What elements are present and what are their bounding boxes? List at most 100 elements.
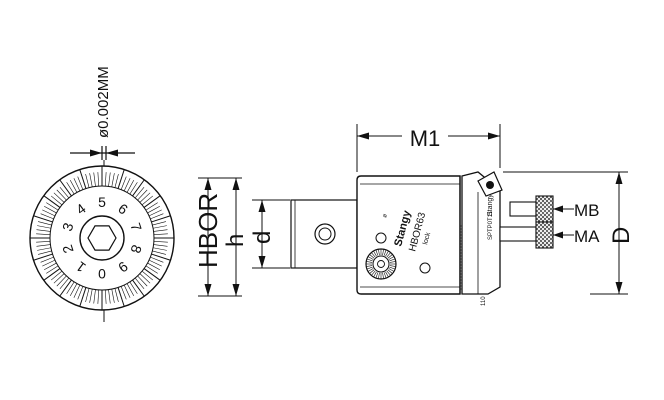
dial-tick bbox=[153, 233, 168, 236]
D-arrow-bottom bbox=[615, 282, 623, 294]
knurl-line bbox=[389, 266, 396, 270]
knurl-line bbox=[366, 261, 373, 263]
dial-tick bbox=[46, 265, 59, 274]
dial-tick bbox=[123, 178, 131, 192]
d-label: d bbox=[249, 231, 276, 244]
hatch-line bbox=[536, 222, 545, 231]
dial-tick bbox=[66, 281, 75, 294]
dial-tick bbox=[97, 289, 100, 304]
dial-tick bbox=[150, 256, 164, 263]
insert-code: SPTP0T11 bbox=[488, 210, 494, 240]
dial-tick bbox=[145, 202, 158, 211]
knurl-line bbox=[371, 270, 376, 276]
adjust-dial-hub bbox=[377, 260, 385, 268]
dial-tick bbox=[69, 283, 78, 296]
D-arrow-top bbox=[615, 172, 623, 184]
dial-tick bbox=[148, 209, 162, 217]
h-arrow-top bbox=[232, 178, 240, 190]
dial-tick bbox=[36, 240, 51, 243]
hatch-line bbox=[536, 228, 553, 247]
knurl-line bbox=[366, 266, 373, 270]
dial-tick bbox=[123, 284, 131, 298]
dial-tick bbox=[104, 289, 107, 304]
dial-tick bbox=[66, 182, 75, 195]
dial-tick bbox=[36, 233, 51, 236]
hatch-line bbox=[536, 209, 549, 222]
dial-tick bbox=[44, 262, 57, 271]
dial-tick bbox=[111, 173, 115, 187]
dial-tick bbox=[148, 259, 162, 267]
lock-screw-icon bbox=[419, 262, 431, 274]
hatch-line bbox=[545, 214, 553, 222]
dial-tick bbox=[50, 270, 63, 281]
hatch-line bbox=[545, 222, 553, 230]
dial-tick bbox=[85, 173, 90, 188]
dial-tick bbox=[153, 240, 168, 243]
hatch-line bbox=[536, 235, 549, 248]
dial-tick bbox=[56, 275, 67, 287]
dial-tick bbox=[117, 169, 125, 189]
dial-tick bbox=[120, 176, 127, 190]
dial-tick bbox=[147, 205, 160, 214]
body-lock-label: lock bbox=[422, 231, 432, 245]
knurl-line bbox=[373, 250, 377, 257]
dial-tick bbox=[134, 186, 145, 199]
dial-tick bbox=[42, 259, 56, 267]
dial-tick bbox=[36, 229, 51, 232]
dial-tick bbox=[77, 176, 84, 190]
dial-tick bbox=[37, 247, 51, 251]
knurl-line bbox=[378, 272, 380, 279]
scale-value-110: 110 bbox=[481, 296, 487, 306]
dial-tick bbox=[36, 244, 51, 247]
hatch-line bbox=[536, 224, 553, 243]
dial-tick bbox=[89, 173, 93, 187]
dial-tick bbox=[40, 213, 54, 220]
dial-tick bbox=[143, 195, 161, 208]
ma-bar bbox=[499, 226, 537, 242]
knurl-line bbox=[385, 271, 389, 278]
hatch-line bbox=[541, 196, 553, 208]
adjust-dial-knurl bbox=[366, 249, 396, 279]
diameter-dimension: D bbox=[503, 171, 635, 295]
dial-tick bbox=[59, 186, 70, 199]
knurl-line bbox=[378, 249, 380, 256]
D-label: D bbox=[608, 227, 635, 244]
dial-tick bbox=[53, 192, 65, 203]
hatch-line bbox=[545, 196, 553, 204]
dial-tick bbox=[43, 195, 61, 208]
knurl-line bbox=[369, 254, 375, 259]
dial-tick bbox=[151, 253, 171, 261]
dial-tick bbox=[104, 172, 107, 187]
mb-arrow bbox=[553, 205, 563, 213]
dial-tick bbox=[153, 229, 168, 232]
dial-tick bbox=[93, 289, 96, 304]
knurl-line bbox=[389, 265, 396, 267]
dial-tick bbox=[111, 289, 115, 303]
m1-arrow-left bbox=[357, 132, 369, 140]
boring-head: ø Stangy HBOR63 lock 70 90 110 bbox=[356, 175, 487, 306]
head-brand: Stangy bbox=[487, 194, 494, 216]
dial-tick bbox=[56, 189, 67, 201]
tolerance-label: ø0.002MM bbox=[95, 66, 112, 138]
tolerance-arrow-left bbox=[90, 149, 102, 157]
dial-tick bbox=[137, 189, 148, 201]
dial-tick bbox=[89, 289, 93, 303]
dial-tick bbox=[152, 250, 167, 255]
dial-tick bbox=[37, 225, 51, 229]
dial-tick bbox=[73, 284, 81, 298]
dial-tick bbox=[53, 273, 65, 284]
d-arrow-top bbox=[258, 200, 266, 212]
hex-socket-icon bbox=[87, 225, 117, 251]
dial-tick bbox=[129, 182, 138, 195]
m1-arrow-right bbox=[488, 132, 500, 140]
dial-tick bbox=[137, 275, 148, 287]
dial-tick bbox=[59, 279, 72, 297]
head-holder bbox=[461, 171, 501, 295]
m1-dimension: M1 bbox=[356, 124, 501, 172]
dial-number: 0 bbox=[98, 266, 106, 282]
dial-tick bbox=[134, 277, 145, 290]
dial-tick bbox=[79, 169, 87, 189]
knurl-line bbox=[383, 249, 387, 256]
knurl-line bbox=[387, 269, 393, 274]
